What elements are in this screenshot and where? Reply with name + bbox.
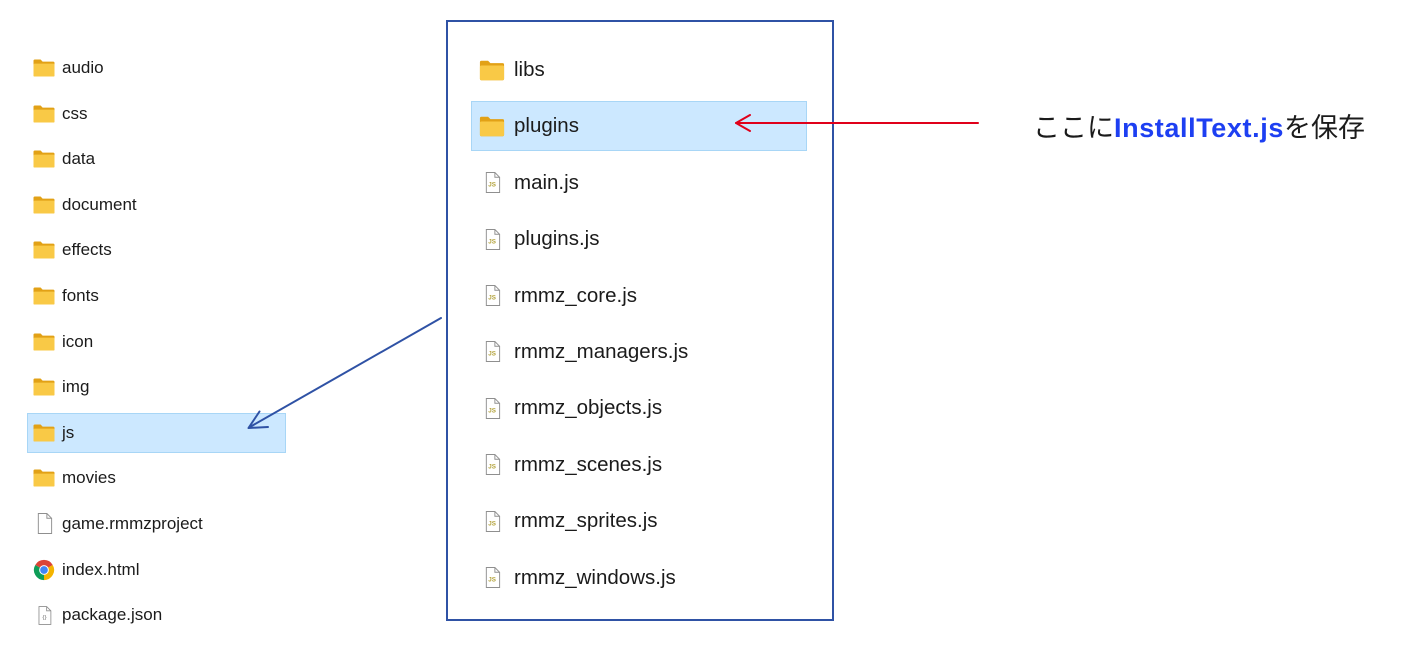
folder-icon <box>32 330 56 354</box>
json-file-icon: {} <box>32 603 56 627</box>
item-label: css <box>62 103 88 123</box>
item-label: img <box>62 377 90 397</box>
left-item-document[interactable]: document <box>27 185 286 225</box>
js-glyph: JS <box>488 238 496 245</box>
item-label: libs <box>514 58 545 81</box>
js-folder-list: libs plugins JS main.js JS plugins.js JS… <box>471 45 807 609</box>
js-item-main-js[interactable]: JS main.js <box>471 158 807 208</box>
item-label: rmmz_windows.js <box>514 565 676 589</box>
item-label: audio <box>62 58 104 77</box>
js-item-rmmz-objects-js[interactable]: JS rmmz_objects.js <box>471 383 807 433</box>
json-glyph: {} <box>42 615 47 621</box>
js-item-plugins[interactable]: plugins <box>471 101 807 152</box>
annotation-prefix: ここに <box>1033 113 1114 144</box>
js-item-plugins-js[interactable]: JS plugins.js <box>471 214 807 264</box>
item-label: game.rmmzproject <box>62 513 203 533</box>
item-label: fonts <box>62 285 99 305</box>
folder-icon <box>32 147 56 171</box>
folder-icon <box>32 102 56 126</box>
left-item-game-rmmzproject[interactable]: game.rmmzproject <box>27 504 286 544</box>
item-label: rmmz_managers.js <box>514 339 689 363</box>
left-item-js[interactable]: js <box>27 412 286 453</box>
item-label: rmmz_scenes.js <box>514 452 663 476</box>
item-label: package.json <box>62 605 163 625</box>
annotation-text: ここにInstallText.jsを保存 <box>1033 111 1365 146</box>
js-file-icon: JS <box>478 451 506 479</box>
js-file-icon: JS <box>478 507 506 535</box>
js-glyph: JS <box>488 407 496 414</box>
left-item-movies[interactable]: movies <box>27 458 286 498</box>
item-label: js <box>62 422 75 442</box>
item-label: rmmz_objects.js <box>514 396 663 420</box>
item-label: effects <box>62 240 112 260</box>
js-item-rmmz-windows-js[interactable]: JS rmmz_windows.js <box>471 553 807 603</box>
js-item-rmmz-sprites-js[interactable]: JS rmmz_sprites.js <box>471 496 807 546</box>
left-item-icon[interactable]: icon <box>27 322 286 362</box>
js-file-icon: JS <box>478 225 506 253</box>
js-item-rmmz-managers-js[interactable]: JS rmmz_managers.js <box>471 327 807 377</box>
left-item-img[interactable]: img <box>27 367 286 407</box>
folder-icon <box>32 421 56 445</box>
folder-icon <box>32 238 56 262</box>
left-item-package-json[interactable]: {} package.json <box>27 595 286 635</box>
folder-icon <box>32 193 56 217</box>
item-label: rmmz_core.js <box>514 283 638 307</box>
js-file-icon: JS <box>478 169 506 197</box>
item-label: data <box>62 149 96 169</box>
folder-icon <box>32 375 56 399</box>
js-glyph: JS <box>488 577 496 584</box>
folder-icon <box>478 112 506 140</box>
item-label: plugins.js <box>514 227 600 251</box>
left-item-fonts[interactable]: fonts <box>27 276 286 316</box>
folder-icon <box>478 56 506 84</box>
left-item-index-html[interactable]: index.html <box>27 550 286 590</box>
js-file-icon: JS <box>478 338 506 366</box>
js-file-icon: JS <box>478 564 506 592</box>
folder-icon <box>32 466 56 490</box>
js-item-libs[interactable]: libs <box>471 45 807 95</box>
js-folder-panel: libs plugins JS main.js JS plugins.js JS… <box>446 20 834 621</box>
js-file-icon: JS <box>478 282 506 310</box>
item-label: index.html <box>62 559 140 579</box>
js-file-icon: JS <box>478 394 506 422</box>
js-glyph: JS <box>488 182 496 189</box>
left-item-audio[interactable]: audio <box>27 48 286 88</box>
item-label: main.js <box>514 170 579 194</box>
folder-icon <box>32 284 56 308</box>
js-glyph: JS <box>488 295 496 302</box>
item-label: icon <box>62 331 94 351</box>
js-glyph: JS <box>488 520 496 527</box>
item-label: movies <box>62 468 116 488</box>
js-glyph: JS <box>488 464 496 471</box>
file-icon <box>32 512 56 536</box>
js-item-rmmz-scenes-js[interactable]: JS rmmz_scenes.js <box>471 440 807 490</box>
item-label: rmmz_sprites.js <box>514 509 658 533</box>
left-item-css[interactable]: css <box>27 94 286 134</box>
root-folder-list: audio css data document effects fonts ic… <box>27 48 286 641</box>
item-label: document <box>62 194 137 214</box>
chrome-icon <box>32 558 56 582</box>
annotation-filename: InstallText.js <box>1114 113 1284 143</box>
folder-icon <box>32 56 56 80</box>
item-label: plugins <box>514 114 579 138</box>
left-item-data[interactable]: data <box>27 139 286 179</box>
annotation-suffix: を保存 <box>1283 113 1365 144</box>
js-glyph: JS <box>488 351 496 358</box>
left-item-effects[interactable]: effects <box>27 230 286 270</box>
js-item-rmmz-core-js[interactable]: JS rmmz_core.js <box>471 271 807 321</box>
